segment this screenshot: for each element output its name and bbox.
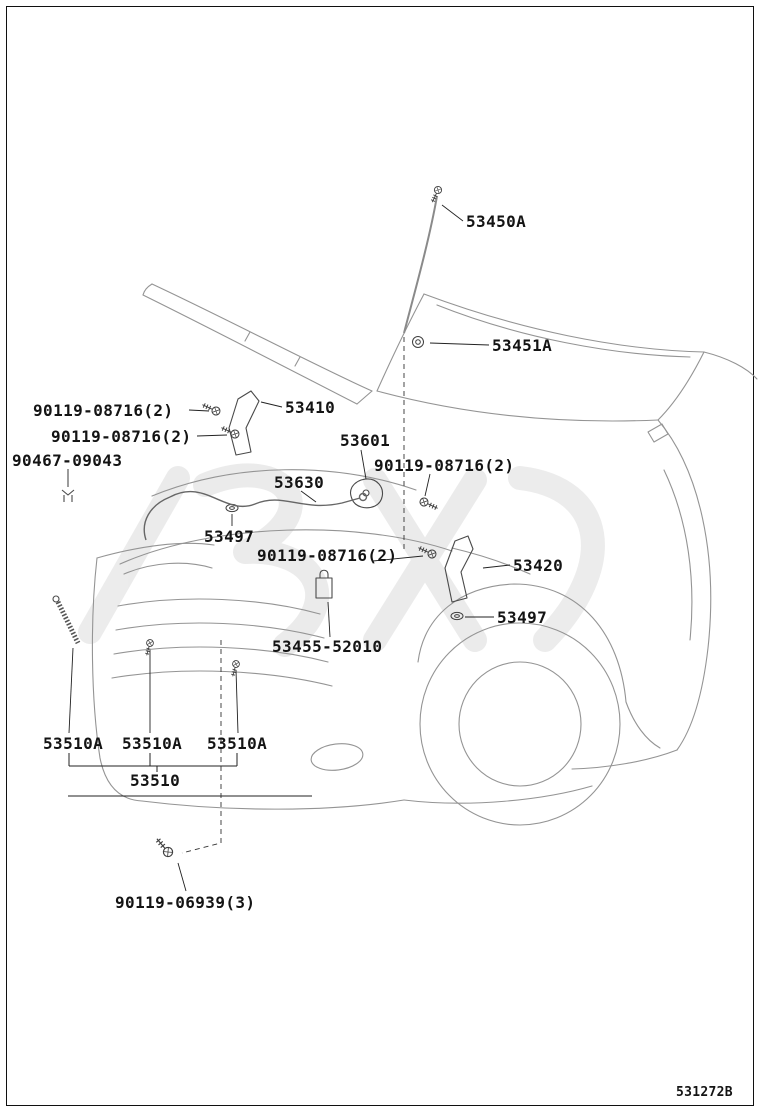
part-label-53420: 53420 [513,556,564,575]
bolt-icon [200,400,222,417]
part-label-53497-b: 53497 [497,608,548,627]
part-label-90119-08716-d: 90119-08716(2) [257,546,398,565]
part-label-53455-52010: 53455-52010 [272,637,383,656]
hardware-parts [52,390,474,860]
part-label-53497-a: 53497 [204,527,255,546]
part-label-53410: 53410 [285,398,336,417]
hood-hinge-rh [444,535,474,603]
release-cable [143,490,368,541]
part-label-90119-08716-a: 90119-08716(2) [33,401,174,420]
drawing-code: 531272B [676,1085,733,1100]
part-label-53451A: 53451A [492,336,553,355]
fog-lamp [310,743,364,771]
part-label-53450A: 53450A [466,212,527,231]
bolt-icon [228,659,241,678]
car-body-drawing [91,283,758,826]
hood-lock-assembly [349,478,384,509]
front-wheel [419,622,621,826]
part-label-90119-06939: 90119-06939(3) [115,893,256,912]
lock-striker [315,569,333,599]
part-label-90119-08716-c: 90119-08716(2) [374,456,515,475]
part-label-90467-09043: 90467-09043 [12,451,123,470]
stay-grommet-icon [412,336,424,348]
part-label-53510A-1: 53510A [43,734,104,753]
part-label-53510A-3: 53510A [207,734,268,753]
hood-stud-icon [52,595,81,645]
part-label-53510A-2: 53510A [122,734,183,753]
hood-hinge-lh [228,390,260,456]
hood-panel-drawing [142,283,373,405]
part-label-53630: 53630 [274,473,325,492]
bolt-icon [418,496,440,513]
dashed-lines [181,337,405,854]
part-label-90119-08716-b: 90119-08716(2) [51,427,192,446]
bolt-icon [142,638,155,657]
stay-clip-icon [61,489,75,502]
headlight [123,562,213,575]
part-label-53601: 53601 [340,431,391,450]
bolt-icon [152,835,176,860]
watermark [78,463,605,657]
part-label-53510: 53510 [130,771,181,790]
leader-lines [67,204,511,892]
hood-prop-rod [403,184,444,348]
side-mirror [647,423,669,443]
